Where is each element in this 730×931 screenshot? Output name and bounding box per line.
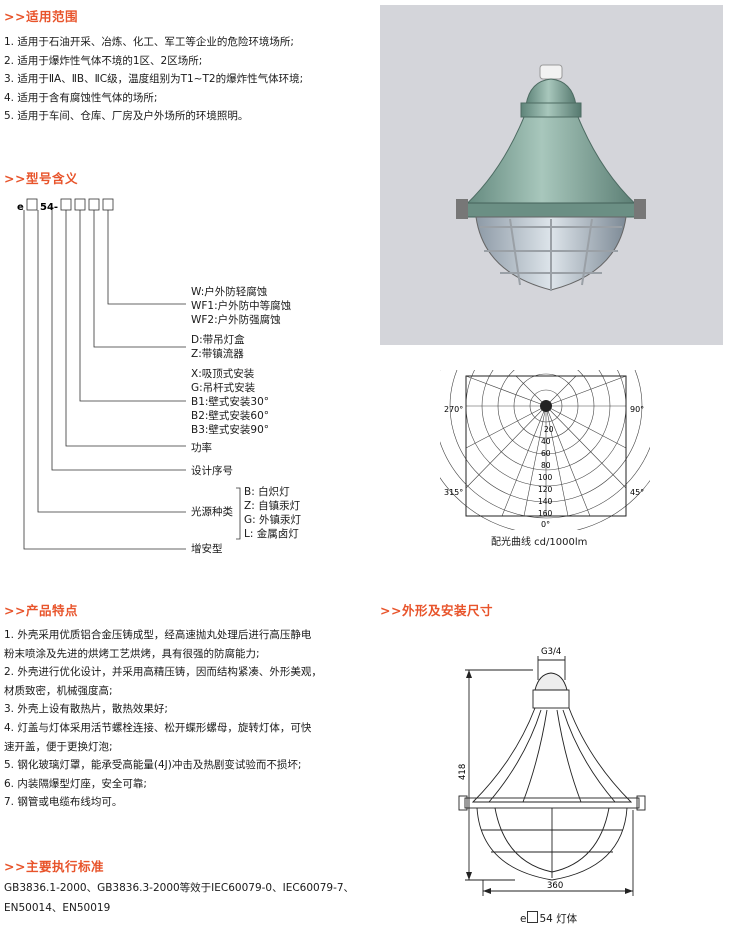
- code-box: [60, 198, 72, 211]
- feature-line: 1. 外壳采用优质铝合金压铸成型，经高速抛丸处理后进行高压静电: [4, 629, 312, 641]
- code-lines: [23, 210, 241, 550]
- feature-line: 5. 钢化玻璃灯罩，能承受高能量(4J)冲击及热剧变试验而不损坏;: [4, 759, 302, 772]
- scope-list: 1. 适用于石油开采、冶炼、化工、军工等企业的危险环境场所; 2. 适用于爆炸性…: [4, 33, 303, 126]
- polar-ring-label: 120: [538, 485, 553, 494]
- light-item: G: 外镇汞灯: [244, 514, 302, 526]
- corrosion-item: W:户外防轻腐蚀: [191, 286, 268, 298]
- code-box: [88, 198, 100, 211]
- mount-item: B2:壁式安装60°: [191, 410, 270, 422]
- width-label: 360: [547, 881, 563, 891]
- caption-prefix: e: [520, 913, 527, 925]
- mount-item: B3:壁式安装90°: [191, 424, 270, 436]
- code-prefix: e: [17, 202, 24, 213]
- dimension-drawing: G3/4 418 360: [458, 647, 646, 896]
- feature-line: 6. 内装隔爆型灯座，安全可靠;: [4, 777, 147, 790]
- feature-line: 4. 灯盖与灯体采用活节螺栓连接、松开蝶形螺母，旋转灯体，可快: [4, 721, 312, 734]
- light-item: Z: 自镇汞灯: [244, 500, 301, 512]
- box-item: Z:带镇流器: [191, 348, 244, 360]
- mount-item: G:吊杆式安装: [191, 382, 256, 394]
- feature-line: 速开盖，便于更换灯泡;: [4, 740, 113, 753]
- scope-item: 3. 适用于ⅡA、ⅡB、ⅡC级，温度组别为T1~T2的爆炸性气体环境;: [4, 73, 304, 86]
- light-source-label: 光源种类: [191, 506, 233, 518]
- features-list: 1. 外壳采用优质铝合金压铸成型，经高速抛丸处理后进行高压静电 粉末喷涂及先进的…: [4, 626, 322, 812]
- scope-item: 1. 适用于石油开采、冶炼、化工、军工等企业的危险环境场所;: [4, 36, 294, 48]
- model-code-diagram: e 54-: [17, 198, 241, 550]
- power-label: 功率: [191, 442, 212, 454]
- code-mid: 54-: [40, 202, 58, 213]
- feature-line: 2. 外壳进行优化设计，并采用高精压铸，因而结构紧凑、外形美观，: [4, 666, 322, 679]
- polar-caption: 配光曲线 cd/1000lm: [491, 537, 588, 548]
- corrosion-item: WF2:户外防强腐蚀: [191, 314, 281, 326]
- code-box: [26, 198, 38, 211]
- scope-heading: >>适用范围: [4, 9, 78, 24]
- scope-item: 4. 适用于含有腐蚀性气体的场所;: [4, 91, 158, 104]
- polar-chart: 20 40 60 80 100 120 140 160 270° 90° 315…: [440, 370, 650, 530]
- polar-ring-label: 60: [541, 449, 551, 458]
- feature-line: 材质致密，机械强度高;: [4, 684, 113, 697]
- lamp-photo: [380, 5, 723, 345]
- code-box: [74, 198, 86, 211]
- scope-item: 5. 适用于车间、仓库、厂房及户外场所的环境照明。: [4, 110, 249, 123]
- polar-ring-label: 100: [538, 473, 553, 482]
- angle-0: 0°: [541, 520, 550, 529]
- polar-ring-label: 40: [541, 437, 551, 446]
- features-heading: >>产品特点: [4, 603, 78, 618]
- design-label: 设计序号: [191, 465, 233, 477]
- mount-item: B1:壁式安装30°: [191, 396, 270, 408]
- polar-ring-label: 20: [544, 425, 554, 434]
- dimensions-heading: >>外形及安装尺寸: [380, 603, 493, 618]
- box-item: D:带吊灯盒: [191, 334, 245, 346]
- height-label: 418: [458, 764, 468, 780]
- polar-ring-label: 160: [538, 509, 553, 518]
- feature-line: 3. 外壳上设有散热片，散热效果好;: [4, 703, 168, 716]
- thread-label: G3/4: [541, 647, 561, 657]
- mount-item: X:吸顶式安装: [191, 368, 255, 380]
- polar-spokes: [465, 375, 627, 517]
- angle-270: 270°: [444, 405, 463, 414]
- polar-ring-label: 80: [541, 461, 551, 470]
- light-item: L: 金属卤灯: [244, 528, 299, 540]
- lamp-illustration: [456, 64, 646, 291]
- caption-suffix: 54 灯体: [539, 913, 578, 925]
- angle-90: 90°: [630, 405, 644, 414]
- light-item: B: 白炽灯: [244, 486, 290, 498]
- scope-item: 2. 适用于爆炸性气体不境的1区、2区场所;: [4, 54, 203, 67]
- dimension-caption: e 54 灯体: [520, 911, 577, 926]
- standards-line: EN50014、EN50019: [4, 902, 111, 914]
- angle-315: 315°: [444, 488, 463, 497]
- corrosion-item: WF1:户外防中等腐蚀: [191, 300, 292, 312]
- code-box: [102, 198, 114, 211]
- feature-line: 7. 钢管或电缆布线均可。: [4, 796, 123, 809]
- polar-ring-label: 140: [538, 497, 553, 506]
- standards-heading: >>主要执行标准: [4, 859, 104, 874]
- standards-line: GB3836.1-2000、GB3836.3-2000等效于IEC60079-0…: [4, 882, 355, 894]
- model-heading: >>型号含义: [4, 171, 78, 186]
- caption-box: [527, 911, 539, 923]
- type-label: 增安型: [191, 543, 223, 555]
- feature-line: 粉末喷涂及先进的烘烤工艺烘烤，具有很强的防腐能力;: [4, 647, 260, 660]
- angle-45: 45°: [630, 488, 644, 497]
